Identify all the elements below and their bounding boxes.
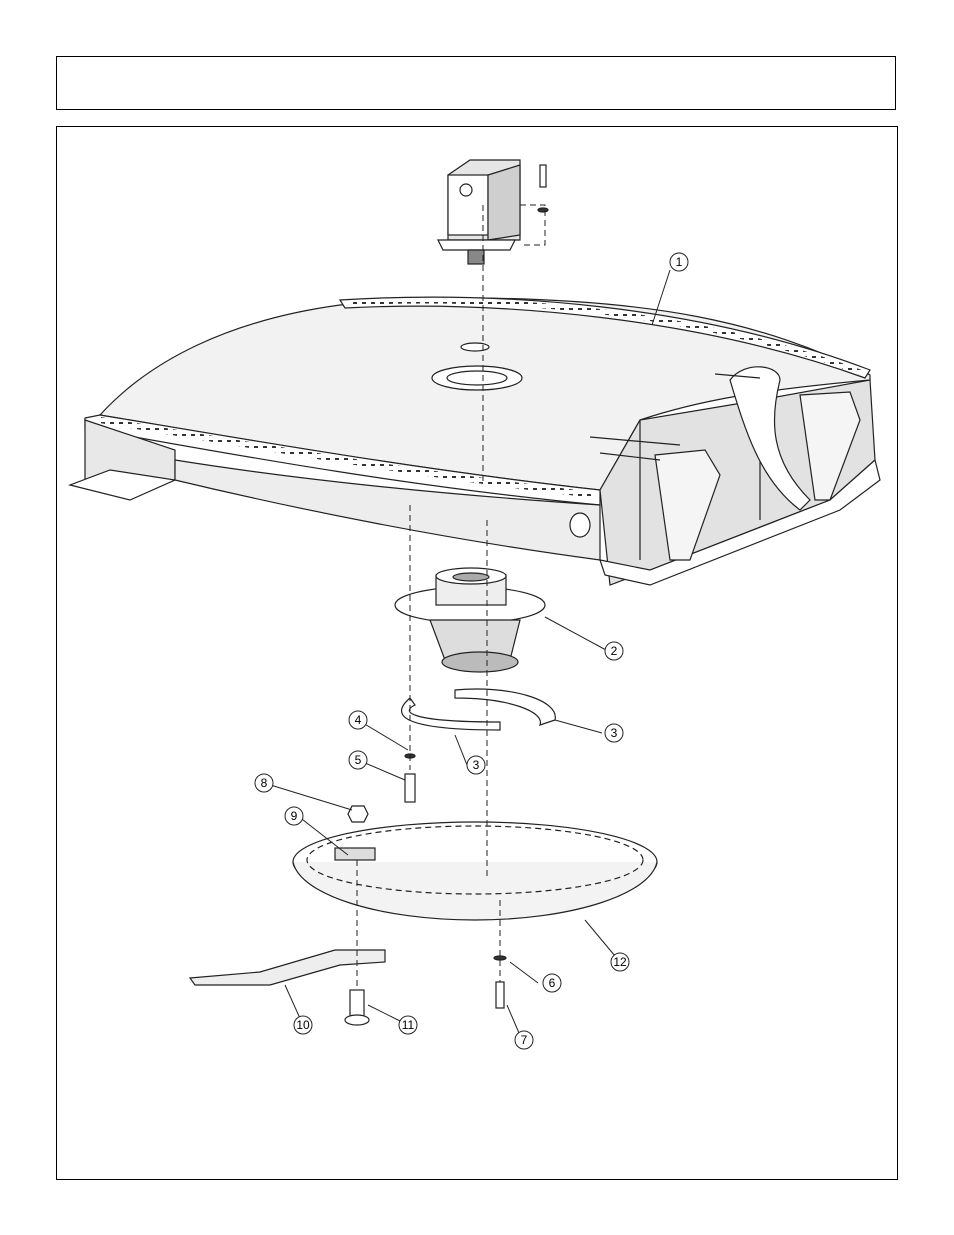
callout-label: 1	[676, 255, 683, 269]
callout-label: 3	[473, 758, 480, 772]
blade-pan	[293, 822, 657, 920]
callout-3a: 3	[605, 724, 623, 742]
spindle-hub	[395, 568, 545, 672]
callout-label: 4	[355, 713, 362, 727]
callout-label: 10	[296, 1018, 310, 1032]
callout-label: 11	[402, 1018, 415, 1032]
hydraulic-motor	[438, 160, 548, 264]
callout-7: 7	[515, 1031, 533, 1049]
deck-assembly	[70, 297, 880, 585]
callout-11: 11	[399, 1016, 417, 1034]
callout-1: 1	[670, 253, 688, 271]
callout-label: 5	[355, 753, 362, 767]
callout-label: 12	[613, 955, 627, 969]
callout-5: 5	[349, 751, 367, 769]
callout-label: 6	[549, 976, 556, 990]
callout-4: 4	[349, 711, 367, 729]
retaining-ring-halves	[402, 689, 556, 730]
callout-12: 12	[611, 953, 629, 971]
callout-label: 8	[261, 776, 268, 790]
callout-label: 3	[611, 726, 618, 740]
callout-label: 2	[611, 644, 618, 658]
callout-2: 2	[605, 642, 623, 660]
callout-6: 6	[543, 974, 561, 992]
callout-3b: 3	[467, 756, 485, 774]
callout-8: 8	[255, 774, 273, 792]
callout-9: 9	[285, 807, 303, 825]
callout-label: 7	[521, 1033, 528, 1047]
callout-label: 9	[291, 809, 298, 823]
callout-10: 10	[294, 1016, 312, 1034]
